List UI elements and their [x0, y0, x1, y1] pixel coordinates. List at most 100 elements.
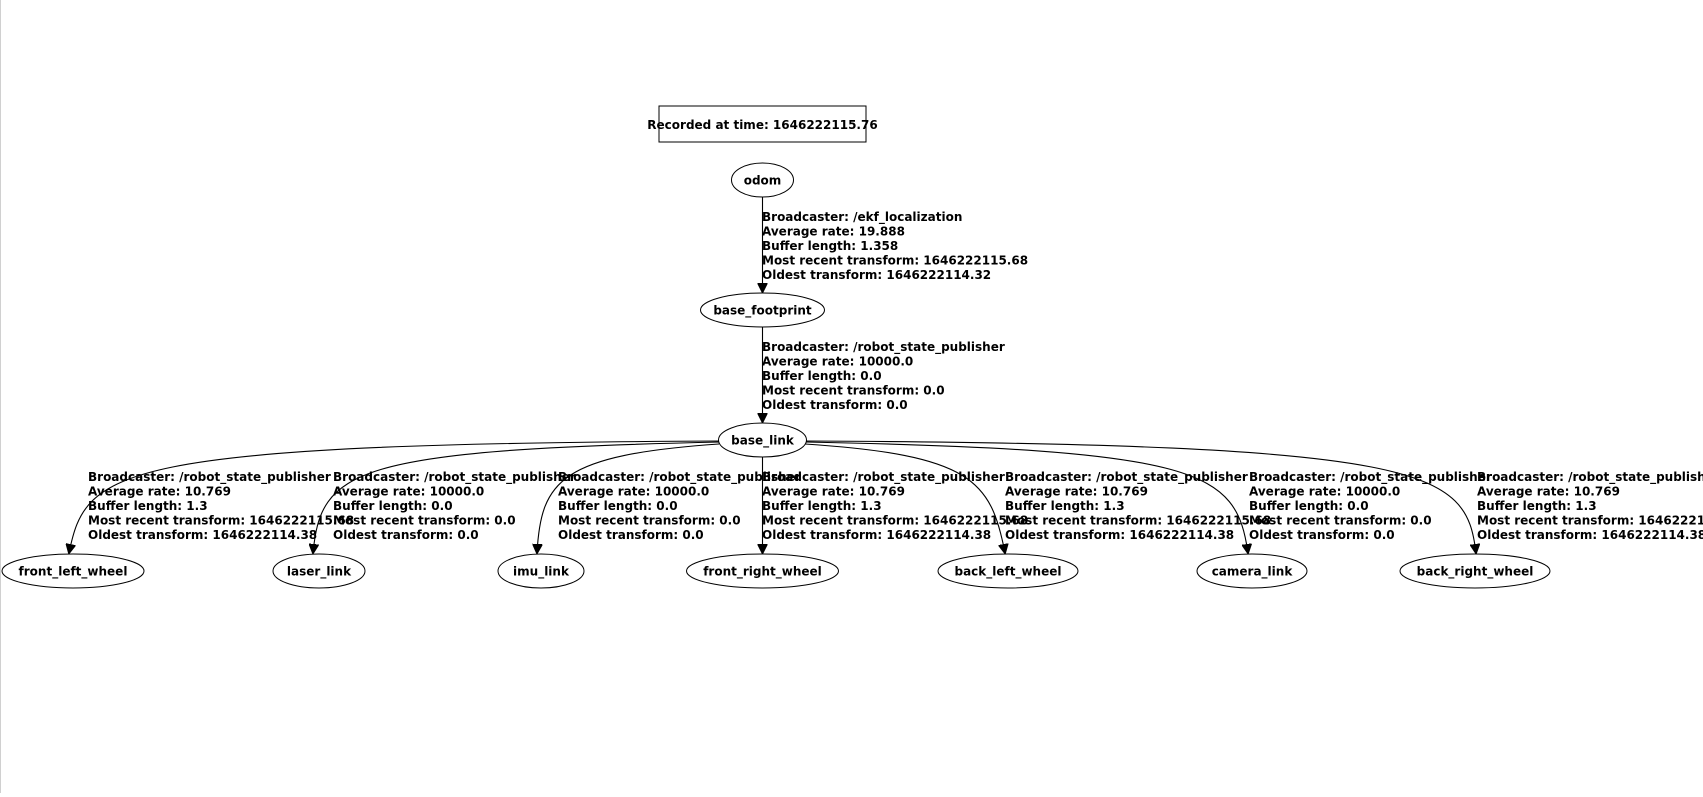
edge-label-line: Broadcaster: /ekf_localization — [762, 210, 962, 225]
edge-label-line: Oldest transform: 0.0 — [762, 398, 908, 412]
node-ellipse — [1, 553, 145, 589]
recorded-time-box-frame — [658, 105, 867, 143]
edge-label-line: Broadcaster: /robot_state_publisher — [1477, 470, 1703, 485]
edge-label-line: Buffer length: 1.3 — [762, 499, 882, 513]
edge-label-line: Oldest transform: 1646222114.38 — [762, 528, 991, 542]
frame-node-back_left_wheel: back_left_wheel — [937, 553, 1079, 589]
edge-label-line: Oldest transform: 1646222114.38 — [88, 528, 317, 542]
edge-label-line: Average rate: 10000.0 — [762, 355, 913, 369]
edge-label-line: Most recent transform: 1646222115.68 — [1477, 514, 1703, 528]
edge-label-line: Buffer length: 0.0 — [558, 499, 678, 513]
edge-label-line: Oldest transform: 1646222114.32 — [762, 268, 991, 282]
edge-label-line: Oldest transform: 0.0 — [1249, 528, 1395, 542]
recorded-time-label: Recorded at time: 1646222115.76 — [647, 118, 877, 132]
node-ellipse — [731, 162, 794, 198]
edge-label-line: Broadcaster: /robot_state_publisher — [88, 470, 331, 485]
edge-label-line: Broadcaster: /robot_state_publisher — [762, 470, 1005, 485]
edge-label-line: Broadcaster: /robot_state_publisher — [558, 470, 801, 485]
frame-node-odom: odom — [731, 162, 794, 198]
edge-label-line: Buffer length: 0.0 — [762, 369, 882, 383]
edge-label-line: Most recent transform: 1646222115.68 — [88, 514, 354, 528]
edge-label-line: Average rate: 19.888 — [762, 225, 905, 239]
frame-node-front_left_wheel: front_left_wheel — [1, 553, 145, 589]
node-label: back_right_wheel — [1417, 565, 1534, 580]
edge-line — [804, 443, 1005, 553]
frame-node-front_right_wheel: front_right_wheel — [686, 553, 839, 589]
node-label: camera_link — [1212, 565, 1294, 580]
edge-label-line: Average rate: 10000.0 — [333, 485, 484, 499]
node-ellipse — [1399, 553, 1551, 589]
node-label: odom — [744, 174, 782, 188]
frame-node-back_right_wheel: back_right_wheel — [1399, 553, 1551, 589]
node-label: imu_link — [513, 565, 570, 580]
frame-node-laser_link: laser_link — [272, 553, 366, 589]
nodes-layer: odom base_footprint base_link front_left_wh… — [1, 162, 1551, 589]
edge-label-line: Oldest transform: 0.0 — [558, 528, 704, 542]
edge-label-line: Average rate: 10.769 — [1005, 485, 1148, 499]
edge-label-line: Buffer length: 1.358 — [762, 239, 898, 253]
edge-label-line: Broadcaster: /robot_state_publisher — [333, 470, 576, 485]
edge-label-line: Buffer length: 0.0 — [333, 499, 453, 513]
edge-label-line: Broadcaster: /robot_state_publisher — [1005, 470, 1248, 485]
edge-label-line: Oldest transform: 1646222114.38 — [1005, 528, 1234, 542]
node-ellipse — [272, 553, 366, 589]
edge-label-line: Most recent transform: 0.0 — [333, 514, 516, 528]
node-ellipse — [700, 292, 825, 328]
edge-label-line: Broadcaster: /robot_state_publisher — [762, 340, 1005, 355]
edge-label-line: Oldest transform: 0.0 — [333, 528, 479, 542]
edge-label-line: Buffer length: 0.0 — [1249, 499, 1369, 513]
edge-label-line: Average rate: 10.769 — [88, 485, 231, 499]
edge-label-line: Most recent transform: 1646222115.68 — [1005, 514, 1271, 528]
edge-label-line: Average rate: 10000.0 — [558, 485, 709, 499]
node-label: laser_link — [287, 565, 352, 580]
edge-label-line: Most recent transform: 0.0 — [762, 384, 945, 398]
edge-label-line: Most recent transform: 0.0 — [1249, 514, 1432, 528]
edge-label-line: Average rate: 10.769 — [762, 485, 905, 499]
node-ellipse — [718, 422, 807, 458]
node-label: base_link — [731, 434, 795, 449]
node-ellipse — [686, 553, 839, 589]
frame-node-imu_link: imu_link — [497, 553, 585, 589]
node-label: front_left_wheel — [19, 565, 128, 580]
node-ellipse — [937, 553, 1079, 589]
edge-label-line: Most recent transform: 0.0 — [558, 514, 741, 528]
edge-line — [313, 441, 722, 553]
edge-label-line: Average rate: 10.769 — [1477, 485, 1620, 499]
node-label: base_footprint — [713, 304, 812, 319]
edge-label-line: Average rate: 10000.0 — [1249, 485, 1400, 499]
edge-line — [537, 443, 720, 553]
edge-label-line: Buffer length: 1.3 — [88, 499, 208, 513]
edge-label-line: Most recent transform: 1646222115.68 — [762, 254, 1028, 268]
node-ellipse — [497, 553, 585, 589]
node-ellipse — [1196, 553, 1308, 589]
edge-line — [69, 440, 722, 553]
edge-line — [804, 440, 1476, 553]
frame-node-base_link: base_link — [718, 422, 807, 458]
node-label: front_right_wheel — [703, 565, 822, 580]
edge-label-line: Oldest transform: 1646222114.38 — [1477, 528, 1703, 542]
edge-label-line: Buffer length: 1.3 — [1005, 499, 1125, 513]
edge-label-line: Buffer length: 1.3 — [1477, 499, 1597, 513]
edge-label-line: Most recent transform: 1646222115.68 — [762, 514, 1028, 528]
edge-label-line: Broadcaster: /robot_state_publisher — [1249, 470, 1492, 485]
